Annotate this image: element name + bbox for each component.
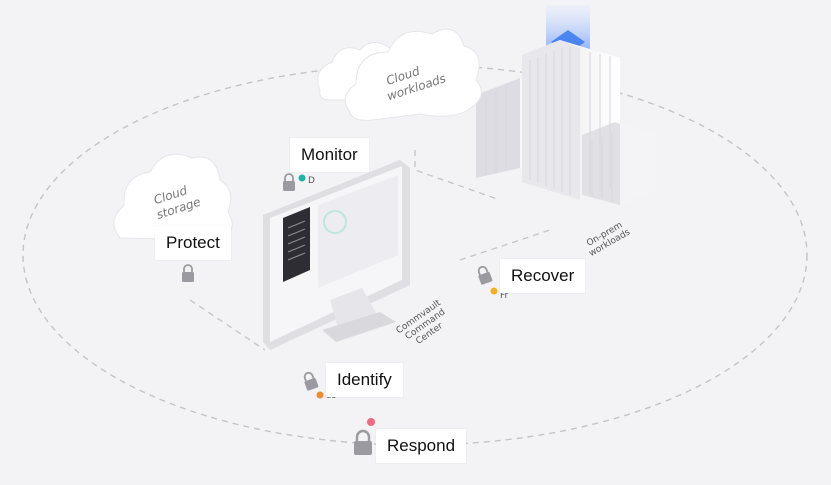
building-windows (485, 46, 613, 202)
recover-label: Recover (500, 259, 586, 294)
cloud-icon (113, 153, 233, 241)
connector-line (459, 229, 551, 261)
connector-line (189, 299, 266, 351)
monitor-sidebar-lines (287, 220, 306, 261)
identify-label: Identify (326, 363, 403, 398)
lock-icon (283, 173, 295, 191)
outer-ring (22, 64, 808, 446)
command-center-caption: Commvault Command Center (395, 298, 448, 347)
cloud-icon (317, 28, 482, 121)
respond-label: Respond (376, 429, 467, 464)
building-icon (476, 40, 655, 205)
connector-line (414, 150, 501, 201)
protect-label: Protect (155, 226, 231, 261)
recover-partial-text: Fr (500, 291, 509, 301)
status-dot-teal (298, 174, 306, 182)
lock-icon (303, 371, 319, 391)
onprem-caption: On-prem workloads (585, 220, 632, 259)
status-dot-yellow (490, 287, 498, 295)
status-dot-pink (367, 418, 375, 426)
lock-icon (354, 429, 372, 455)
lock-icon (182, 264, 194, 282)
lock-icon (477, 265, 493, 285)
monitor-partial-text: D (308, 176, 315, 186)
status-dot-orange (316, 391, 324, 399)
monitor-label: Monitor (290, 138, 369, 173)
monitor-icon (263, 160, 410, 350)
